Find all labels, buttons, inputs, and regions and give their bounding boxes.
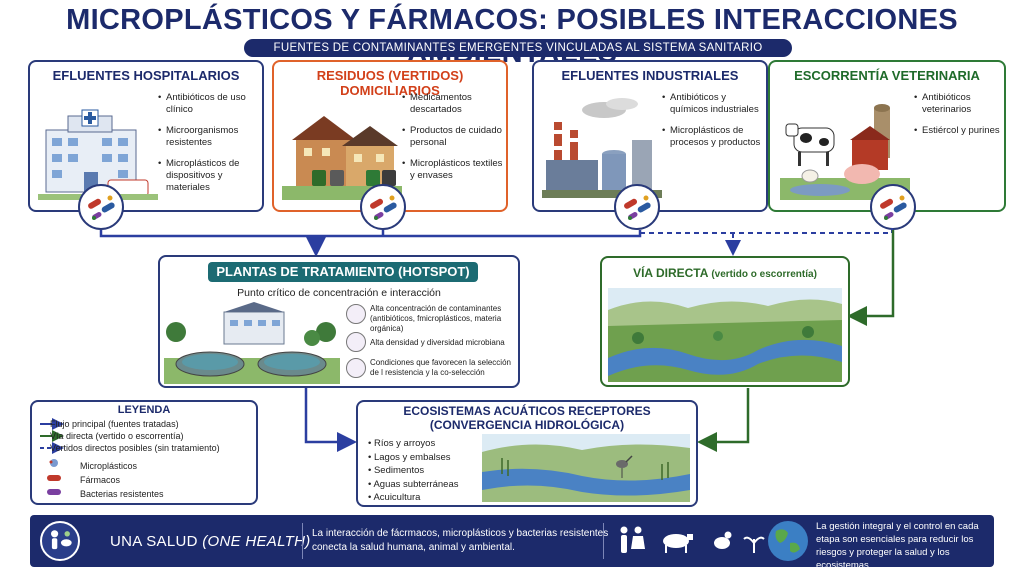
list-item: Estiércol y purines [914,125,1004,137]
source-title: RESIDUOS (VERTIDOS) DOMICILIARIOS [316,68,464,98]
legend-drugs: Fármacos [80,475,121,485]
source-list: Antibióticos de uso clínico Microorganis… [158,92,262,203]
microplastics-icon [346,304,366,324]
treatment-title: PLANTAS DE TRATAMIENTO (HOTSPOT) [208,262,478,282]
source-list: Antibióticos y químicos industriales Mic… [662,92,766,158]
list-item: • Ríos y arroyos [368,438,436,449]
legend-box [30,400,258,505]
page-subtitle: FUENTES DE CONTAMINANTES EMERGENTES VINC… [244,39,792,57]
list-item: • Lagos y embalses [368,451,451,463]
list-item: Antibióticos y químicos industriales [662,92,766,116]
treatment-plant-illustration [164,302,340,384]
pills-icon [78,184,124,230]
footer-divider [302,523,303,559]
list-item: Microplásticos de procesos y productos [662,125,766,149]
list-item: • Aguas subterráneas [368,478,459,490]
source-box-veterinary: ESCORRENTÍA VETERINARIA Antibióticos vet… [768,60,1006,212]
earth-icon [768,521,808,561]
river-illustration [608,288,842,382]
treatment-item: Alta densidad y diversidad microbiana [370,338,505,347]
list-item: Antibióticos veterinarios [914,92,1004,116]
receptor-title-line2: (CONVERGENCIA HIDROLÓGICA) [429,418,625,432]
source-title: EFLUENTES HOSPITALARIOS [52,68,240,83]
legend-line-untreated: Vertidos directos posibles (sin tratamie… [50,443,220,453]
pills-icon [614,184,660,230]
treatment-item: Alta concentración de contaminantes (ant… [370,304,502,333]
footer-text: La interacción de fácrmacos, microplásti… [312,528,609,553]
people-animals-icons [620,526,765,553]
list-item: Antibióticos de uso clínico [158,92,262,116]
bacteria-icon [346,332,366,352]
receptor-title-line1: ECOSISTEMAS ACUÁTICOS RECEPTORES [403,404,651,418]
footer-divider [603,523,604,559]
wetland-illustration [482,434,690,502]
footer-banner: UNA SALUD (ONE HEALTH) La interacción de… [30,515,994,571]
farm-illustration [780,104,910,200]
one-health-label-italic: (ONE HEALTH) [202,533,311,550]
legend-bacteria: Bacterias resistentes [80,489,164,499]
source-list: Antibióticos veterinarios Estiércol y pu… [914,92,1004,146]
legend-microplastics: Microplásticos [80,461,138,471]
direct-title-wrap: VÍA DIRECTA (vertido o escorrentía) [606,266,844,280]
pills-icon [870,184,916,230]
list-item: Productos de cuidado personal [402,125,506,149]
list-item: • Sedimentos [368,465,425,476]
list-item: • Acuicultura [368,492,421,503]
legend-line-samples [40,418,64,454]
source-title: EFLUENTES INDUSTRIALES [561,68,739,83]
factory-illustration [542,98,662,198]
footer-right-text: La gestión integral y el control en cada… [816,521,979,571]
pills-icon [360,184,406,230]
list-item: Microplásticos de dispositivos y materia… [158,158,262,194]
treatment-subtitle: Punto crítico de concentración e interac… [237,287,441,299]
resistance-icon [346,358,366,378]
one-health-icon [40,521,80,561]
receptor-list: • Ríos y arroyos • Lagos y embalses • Se… [368,437,458,505]
treatment-item: Condiciones que favorecen la selección d… [370,358,511,377]
legend-title: LEYENDA [117,404,171,416]
direct-title: VÍA DIRECTA [633,266,708,280]
list-item: Medicamentos descartados [402,92,506,116]
one-health-label-wrap: UNA SALUD (ONE HEALTH) [110,533,311,550]
direct-title-note: (vertido o escorrentía) [711,269,817,280]
source-list: Medicamentos descartados Productos de cu… [402,92,506,191]
list-item: Microplásticos textiles y envases [402,158,506,182]
receptor-title: ECOSISTEMAS ACUÁTICOS RECEPTORES (CONVER… [356,404,698,432]
list-item: Microorganismos resistentes [158,125,262,149]
legend-symbol-icons [47,459,61,495]
legend-line-main: Flujo principal (fuentes tratadas) [50,419,179,429]
source-title: ESCORRENTÍA VETERINARIA [794,68,980,83]
source-box-industrial: EFLUENTES INDUSTRIALES Antibióticos y qu… [532,60,768,212]
one-health-label: UNA SALUD [110,533,198,550]
legend-line-direct: Vía directa (vertido o escorrentía) [50,431,184,441]
